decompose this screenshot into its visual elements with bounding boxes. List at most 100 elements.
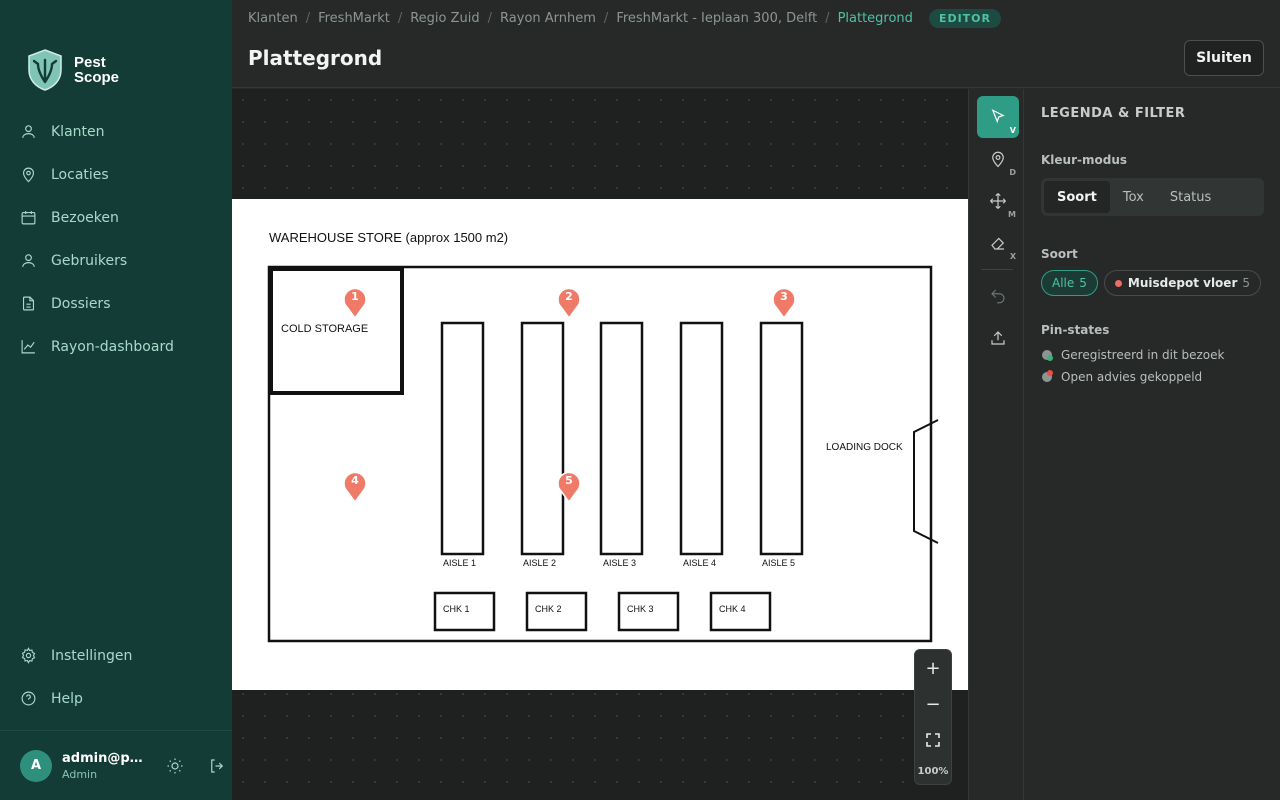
aisle-1 [440, 321, 485, 556]
tool-select[interactable]: V [977, 96, 1019, 138]
sidebar-item-klanten[interactable]: Klanten [0, 110, 232, 153]
sidebar-item-locaties[interactable]: Locaties [0, 153, 232, 196]
pin-state-open-advice: Open advies gekoppeld [1041, 370, 1264, 384]
chip-count: 5 [1079, 276, 1087, 290]
sidebar-item-label: Help [51, 690, 83, 707]
color-mode-status[interactable]: Status [1169, 189, 1212, 205]
color-mode-soort[interactable]: Soort [1044, 181, 1110, 213]
fit-screen-button[interactable] [914, 722, 952, 758]
pin-number: 1 [351, 290, 359, 303]
sidebar-item-dossiers[interactable]: Dossiers [0, 282, 232, 325]
move-icon [990, 193, 1006, 209]
sidebar-item-label: Locaties [51, 166, 109, 183]
sidebar: Pest Scope Klanten Locaties Bezoeken Geb… [0, 0, 232, 800]
checkout-label: CHK 4 [719, 604, 746, 614]
map-pin-icon [22, 167, 35, 183]
pin-2[interactable]: 2 [556, 285, 582, 319]
breadcrumb-item[interactable]: Klanten [248, 11, 298, 26]
editor-toolbar: V D M X [968, 89, 1024, 800]
tool-erase[interactable]: X [977, 222, 1019, 264]
sun-icon[interactable] [166, 757, 184, 775]
floorplan-canvas[interactable]: WAREHOUSE STORE (approx 1500 m2) COLD ST… [232, 89, 968, 800]
sidebar-item-bezoeken[interactable]: Bezoeken [0, 196, 232, 239]
tool-undo[interactable] [977, 275, 1019, 317]
checkout-label: CHK 2 [535, 604, 562, 614]
checkout-label: CHK 1 [443, 604, 470, 614]
floorplan-image: WAREHOUSE STORE (approx 1500 m2) COLD ST… [232, 199, 968, 690]
logout-icon[interactable] [208, 757, 226, 775]
calendar-icon [21, 211, 36, 225]
filter-chip-alle[interactable]: Alle 5 [1041, 270, 1098, 296]
breadcrumb-item[interactable]: FreshMarkt [318, 11, 390, 26]
chip-label: Alle [1052, 276, 1075, 290]
pin-states-label: Pin-states [1041, 323, 1110, 337]
tool-pin[interactable]: D [977, 138, 1019, 180]
soort-filters: Alle 5 Muisdepot vloer 5 [1041, 270, 1264, 296]
pin-state-icon [1041, 370, 1053, 383]
breadcrumb-item[interactable]: Rayon Arnhem [500, 11, 596, 26]
pin-number: 2 [565, 290, 573, 303]
sidebar-item-label: Instellingen [51, 647, 133, 664]
loading-dock-door [913, 419, 939, 544]
sidebar-item-label: Gebruikers [51, 252, 128, 269]
pin-state-icon [1041, 349, 1053, 361]
breadcrumb-current: Plattegrond [837, 11, 913, 26]
aisle-3 [599, 321, 644, 556]
breadcrumb-separator: / [397, 11, 403, 26]
map-pin-icon [992, 151, 1004, 168]
pin-number: 5 [565, 474, 573, 487]
aisle-label: AISLE 2 [523, 558, 556, 568]
undo-icon [991, 289, 1005, 304]
fullscreen-icon [926, 733, 940, 747]
upload-icon [991, 331, 1005, 345]
user-icon [22, 254, 35, 267]
sidebar-item-help[interactable]: Help [0, 677, 232, 720]
brand-line-2: Scope [74, 69, 120, 86]
checkout-1 [433, 591, 496, 632]
chip-count: 5 [1242, 276, 1250, 290]
brand[interactable]: Pest Scope [0, 0, 232, 110]
pin-4[interactable]: 4 [342, 469, 368, 503]
cold-storage-room [269, 267, 404, 395]
color-mode-tox[interactable]: Tox [1122, 189, 1144, 205]
pin-1[interactable]: 1 [342, 285, 368, 319]
tool-move[interactable]: M [977, 180, 1019, 222]
tool-export[interactable] [977, 317, 1019, 359]
breadcrumb-separator: / [825, 11, 830, 26]
user-icon [22, 125, 35, 138]
zoom-in-button[interactable]: + [925, 657, 941, 679]
pin-5[interactable]: 5 [556, 469, 582, 503]
sidebar-item-label: Rayon-dashboard [51, 338, 174, 355]
floorplan-drawing: WAREHOUSE STORE (approx 1500 m2) COLD ST… [267, 230, 939, 643]
pin-3[interactable]: 3 [771, 285, 797, 319]
tool-shortcut: X [1009, 252, 1016, 261]
breadcrumb-separator: / [487, 11, 493, 26]
breadcrumb-separator: / [603, 11, 609, 26]
page-title: Plattegrond [248, 46, 383, 70]
sidebar-item-gebruikers[interactable]: Gebruikers [0, 239, 232, 282]
sidebar-item-rayon-dashboard[interactable]: Rayon-dashboard [0, 325, 232, 368]
aisle-label: AISLE 3 [603, 558, 636, 568]
panel-title: LEGENDA & FILTER [1041, 106, 1186, 121]
toolbar-divider [981, 269, 1013, 270]
breadcrumb-item[interactable]: FreshMarkt - Ieplaan 300, Delft [616, 11, 818, 26]
soort-label: Soort [1041, 247, 1078, 261]
checkout-3 [617, 591, 680, 632]
sidebar-item-instellingen[interactable]: Instellingen [0, 634, 232, 677]
chart-icon [21, 340, 35, 354]
breadcrumb: Klanten / FreshMarkt / Regio Zuid / Rayo… [248, 9, 1001, 28]
color-mode-switch: Soort Tox Status [1041, 178, 1264, 216]
aisle-label: AISLE 1 [443, 558, 476, 568]
help-icon [21, 691, 36, 706]
zoom-out-button[interactable]: − [925, 693, 941, 715]
outer-wall [267, 265, 933, 643]
user-role: Admin [62, 767, 98, 781]
avatar[interactable]: A [20, 749, 52, 782]
filter-chip-muisdepot-vloer[interactable]: Muisdepot vloer 5 [1103, 270, 1261, 296]
user-meta: admin@pes… Admin [62, 751, 150, 781]
close-button[interactable]: Sluiten [1184, 40, 1264, 76]
eraser-icon [991, 237, 1005, 250]
zoom-controls: + − 100% [914, 649, 952, 785]
chip-label: Muisdepot vloer [1127, 276, 1238, 290]
breadcrumb-item[interactable]: Regio Zuid [410, 11, 480, 26]
